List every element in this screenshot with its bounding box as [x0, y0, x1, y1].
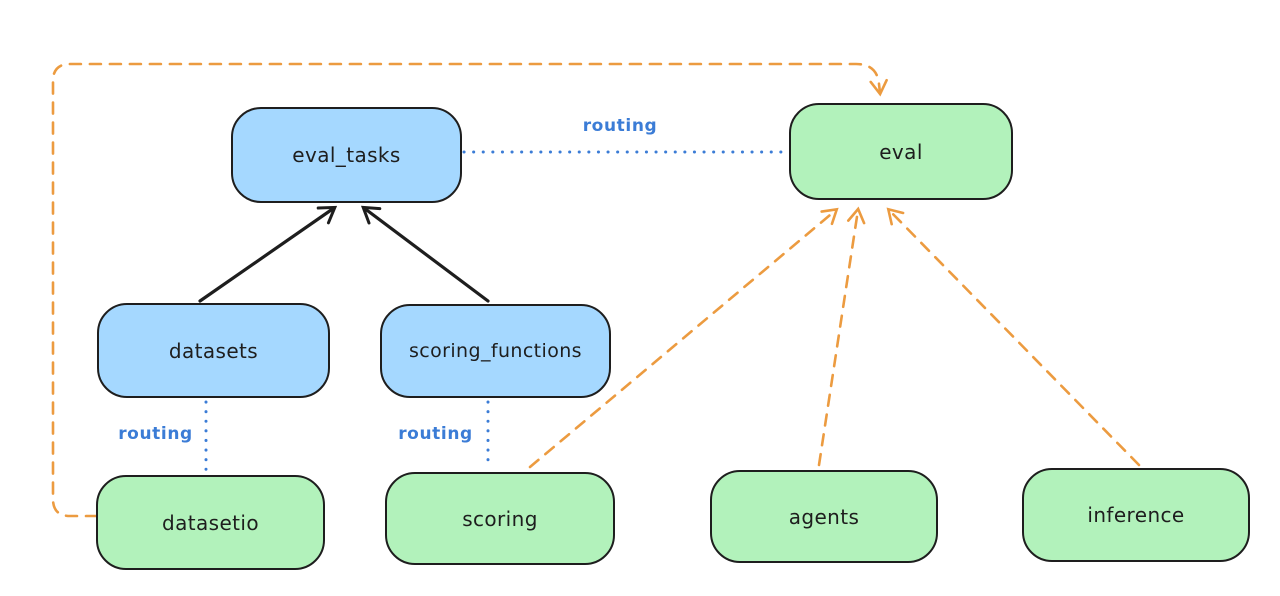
- routing-label-datasets-datasetio: routing: [118, 424, 193, 444]
- edge-agents-to-eval-dashed-arrow: [817, 206, 866, 467]
- node-inference: inference: [1022, 468, 1250, 562]
- edge-scoring-to-eval-dashed-arrow: [528, 207, 839, 469]
- node-datasets: datasets: [97, 303, 330, 398]
- node-scoring: scoring: [385, 472, 615, 565]
- node-datasets-label: datasets: [168, 338, 259, 363]
- node-datasetio: datasetio: [96, 475, 325, 570]
- node-eval-tasks-label: eval_tasks: [292, 143, 401, 167]
- node-eval: eval: [789, 103, 1013, 200]
- node-scoring-label: scoring: [462, 506, 538, 531]
- node-agents: agents: [710, 470, 938, 563]
- edge-inference-to-eval-dashed-arrow: [886, 207, 1141, 467]
- edge-scoring-functions-to-eval-tasks-arrow: [360, 205, 490, 303]
- node-datasetio-label: datasetio: [161, 510, 259, 535]
- edge-datasetio-to-eval-dashed-arrow: [51, 62, 888, 518]
- node-scoring-functions-label: scoring_functions: [409, 340, 582, 362]
- node-inference-label: inference: [1087, 503, 1185, 527]
- node-scoring-functions: scoring_functions: [380, 304, 611, 398]
- node-eval-label: eval: [879, 139, 923, 164]
- routing-label-scoring-functions-scoring: routing: [398, 424, 473, 444]
- node-agents-label: agents: [788, 504, 860, 529]
- node-eval-tasks: eval_tasks: [231, 107, 462, 203]
- routing-label-eval-tasks-eval: routing: [582, 116, 658, 136]
- edge-datasets-to-eval-tasks-arrow: [198, 205, 338, 303]
